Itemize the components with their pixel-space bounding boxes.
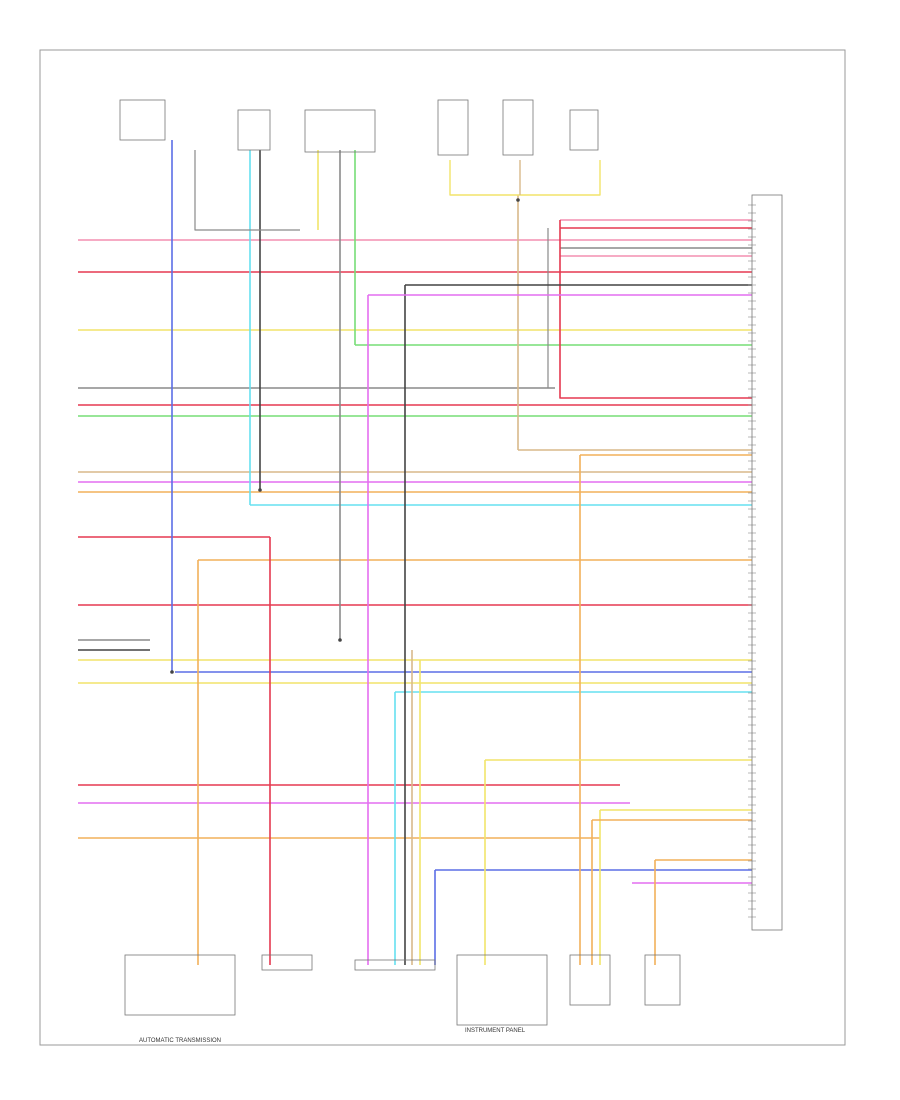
- top-comp-3: [304, 109, 376, 153]
- component-layer: [119, 99, 756, 1026]
- wire-top-bus: [449, 160, 601, 196]
- bottom-comp-4: [456, 954, 548, 1026]
- top-comp-6: [569, 109, 599, 151]
- top-comp-1: [119, 99, 166, 141]
- bottom-comp-1: [124, 954, 236, 1016]
- bottom-comp-5: [569, 954, 611, 1006]
- top-comp-2: [237, 109, 271, 151]
- top-comp-4: [437, 99, 469, 156]
- control-module-box: [751, 194, 783, 931]
- top-comp-5: [502, 99, 534, 156]
- bottom-comp-3: [354, 959, 436, 971]
- splice-dot: [338, 638, 342, 642]
- splice-dot: [170, 670, 174, 674]
- diagram-frame: [39, 49, 846, 1046]
- splice-dot: [516, 198, 520, 202]
- bottom-comp-6: [644, 954, 681, 1006]
- wire-layer: [78, 140, 752, 965]
- bottom-comp-1-label: AUTOMATIC TRANSMISSION: [139, 1038, 221, 1044]
- splice-dot: [258, 488, 262, 492]
- wire-loop-red: [559, 220, 752, 399]
- wire-top-ground: [194, 150, 300, 231]
- bottom-comp-2: [261, 954, 313, 971]
- bottom-comp-4-label: INSTRUMENT PANEL: [465, 1028, 526, 1034]
